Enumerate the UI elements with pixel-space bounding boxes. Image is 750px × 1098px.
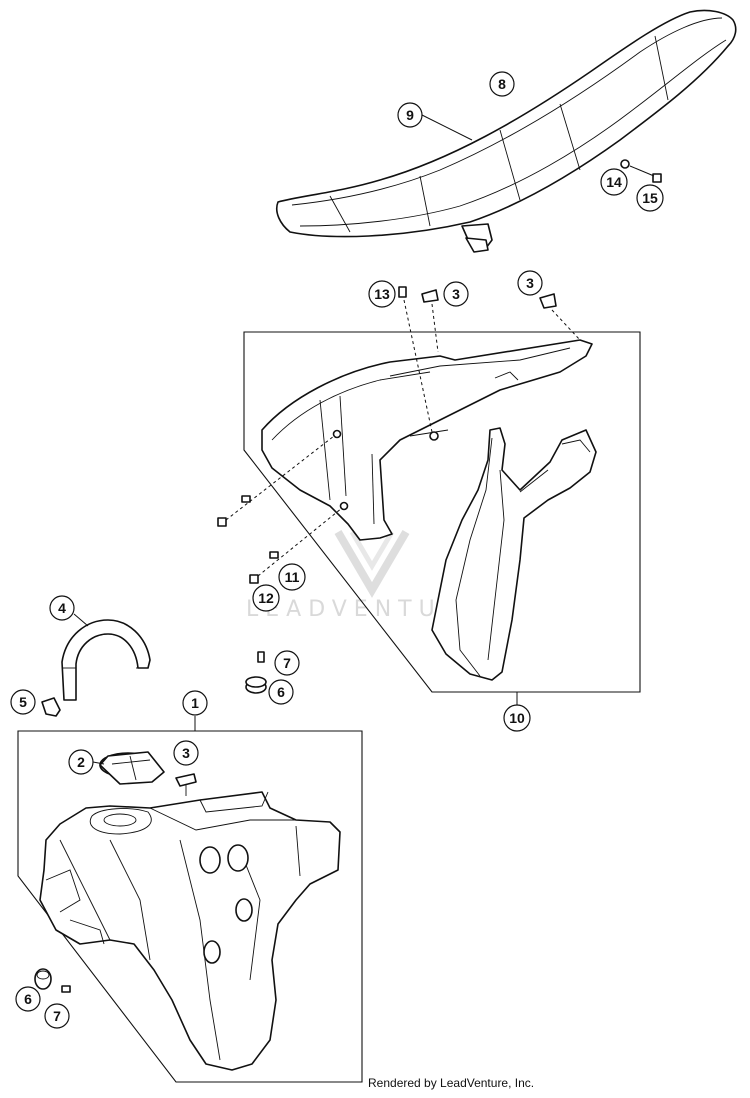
damper-upper [245,651,267,694]
fuel-tank [39,791,341,1071]
svg-text:2: 2 [77,754,85,770]
side-panel-lower [431,427,597,681]
callout-11[interactable]: 11 [278,563,306,591]
damper-lower [34,968,71,993]
callout-6-lower[interactable]: 6 [15,986,41,1012]
callout-4[interactable]: 4 [49,595,89,627]
side-panel-frame-outline [243,331,641,693]
seat [275,9,737,253]
callout-6-upper[interactable]: 6 [268,679,294,705]
svg-text:3: 3 [526,275,534,291]
callout-14[interactable]: 14 [600,168,628,196]
svg-text:14: 14 [606,174,622,190]
callouts: 8 9 14 15 13 3 3 11 [10,71,664,1029]
svg-text:12: 12 [258,590,274,606]
panel-screws [217,286,581,584]
fuel-cap [99,751,197,796]
callout-13[interactable]: 13 [368,280,396,308]
callout-15[interactable]: 15 [636,184,664,212]
fuel-tank-frame [17,730,363,1083]
callout-3-tank[interactable]: 3 [173,740,199,766]
callout-7-upper[interactable]: 7 [274,650,300,676]
callout-10[interactable]: 10 [503,704,531,732]
vent-hose [41,619,151,717]
svg-text:8: 8 [498,76,506,92]
footer-credit: Rendered by LeadVenture, Inc. [368,1076,535,1090]
svg-text:6: 6 [277,684,285,700]
callout-3-panel-left[interactable]: 3 [443,281,469,307]
callout-1[interactable]: 1 [182,690,208,716]
svg-text:10: 10 [509,710,525,726]
callout-2[interactable]: 2 [68,749,105,775]
side-panel-upper [261,339,593,541]
svg-text:13: 13 [374,286,390,302]
svg-text:9: 9 [406,107,414,123]
callout-8[interactable]: 8 [489,71,515,97]
callout-3-panel-right[interactable]: 3 [517,270,543,296]
callout-9[interactable]: 9 [397,102,473,141]
svg-text:7: 7 [53,1008,61,1024]
svg-text:5: 5 [19,694,27,710]
svg-text:6: 6 [24,991,32,1007]
svg-text:4: 4 [58,600,66,616]
seat-bolt [620,159,662,183]
callout-12[interactable]: 12 [252,584,280,612]
callout-7-lower[interactable]: 7 [44,1003,70,1029]
svg-text:11: 11 [285,569,300,585]
svg-text:1: 1 [191,695,199,711]
svg-text:7: 7 [283,655,291,671]
svg-text:15: 15 [642,190,658,206]
callout-5[interactable]: 5 [10,689,36,715]
svg-text:3: 3 [452,286,460,302]
svg-text:3: 3 [182,745,190,761]
